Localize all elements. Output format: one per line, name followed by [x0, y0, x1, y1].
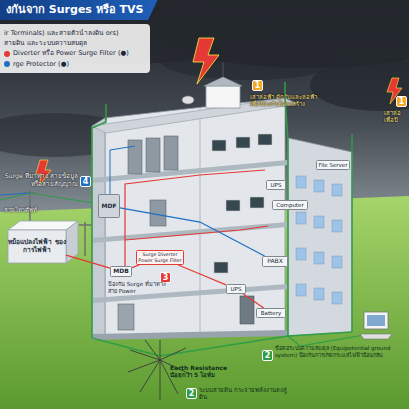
legend-swatch: [4, 61, 10, 67]
node-text: Surge Diverter Power Surge Filter: [137, 252, 183, 263]
wire-connector: [66, 255, 110, 268]
node-text: UPS: [271, 182, 282, 188]
equipment: [118, 134, 272, 330]
legend-text: rge Protector (●): [13, 60, 69, 68]
equipment-box: UPS: [226, 284, 246, 294]
legend-row: สายดิน และระบบความสมดุล: [4, 39, 146, 47]
legend-row: rge Protector (●): [4, 60, 146, 68]
legend-box: ir Terminals) และสายตัวนำลงดิน ors) สายดิ…: [0, 24, 150, 73]
callout-text: เสาล่อฟ้า ดักรับและล่อฟ้า เพื่อป้องกันโค…: [250, 93, 324, 107]
node-text: หม้อแปลงไฟฟ้า ของการไฟฟ้า: [8, 239, 66, 253]
callout-text: ข้อต่อระบบความสมดุล (Equipotential groun…: [275, 345, 393, 358]
telephone-line: [0, 193, 100, 204]
title-bar: งกันจาก Surges หรือ TVS: [0, 0, 158, 20]
building: [92, 77, 352, 340]
wire-connector: [178, 265, 226, 285]
resistance-note: Earth Resistance น้อยกว่า 5 โอห์ม: [170, 364, 236, 378]
node-text: MDF: [101, 203, 116, 210]
transformer-box: หม้อแปลงไฟฟ้า ของการไฟฟ้า: [8, 230, 66, 263]
node-text: Battery: [261, 310, 281, 316]
power-wire: [125, 170, 265, 268]
down-conductor: [92, 104, 106, 338]
signal-line: [0, 193, 30, 195]
node-text: Computer: [276, 202, 303, 208]
callout-number: 1: [396, 96, 407, 107]
equipment-box: UPS: [266, 180, 286, 190]
equipment-box: Battery: [256, 308, 286, 318]
callout-number: 4: [80, 176, 91, 187]
equipment-box: Computer: [272, 200, 308, 210]
callout-number: 2: [186, 388, 197, 399]
power-wire: [125, 226, 268, 240]
down-conductor: [351, 134, 353, 332]
callout-text: Surge ที่มาทาง สายข้อมูลหรือสายสัญญาณ: [4, 172, 78, 187]
callout-text: ระบบสายดิน กระจายพลังงานลงสู่ดิน: [199, 386, 291, 400]
node-text: UPS: [231, 286, 242, 292]
node-text: PABX: [267, 258, 283, 265]
callout-text: ป้องกัน Surge ที่มาทางสาย Power: [108, 281, 172, 294]
wire-connector: [120, 208, 265, 256]
panel-box: MDB: [110, 266, 132, 277]
legend-text: ir Terminals) และสายตัวนำลงดิน ors): [4, 29, 118, 37]
signal-wire: [110, 146, 135, 194]
legend-swatch: [4, 51, 10, 57]
callout-number: 2: [262, 350, 273, 361]
air-terminals: [106, 62, 352, 152]
equipment-box: PABX: [262, 256, 288, 267]
legend-text: Diverter หรือ Power Surge Filter (●): [13, 49, 129, 57]
mdf-rack: MDF: [98, 194, 120, 218]
surge-filter-box: Surge Diverter Power Surge Filter: [136, 250, 184, 265]
equipment-box: File Server: [316, 160, 350, 170]
callout-text: เสาล่อ เพื่อป้: [384, 109, 409, 123]
outdoor-computer: [360, 312, 392, 339]
node-text: File Server: [319, 162, 348, 168]
legend-row: Diverter หรือ Power Surge Filter (●): [4, 49, 146, 57]
wire-connector: [243, 294, 263, 308]
wire-label: สายโทรศัพท์: [4, 206, 54, 213]
callout-number: 1: [252, 80, 263, 91]
node-text: MDB: [113, 268, 129, 275]
transformer-box: [8, 221, 78, 263]
legend-text: สายดิน และระบบความสมดุล: [4, 39, 87, 47]
equipotential-wire: [288, 334, 370, 346]
wire-connector: [132, 265, 139, 268]
legend-row: ir Terminals) และสายตัวนำลงดิน ors): [4, 29, 146, 37]
lightning-bolt: [193, 38, 219, 84]
